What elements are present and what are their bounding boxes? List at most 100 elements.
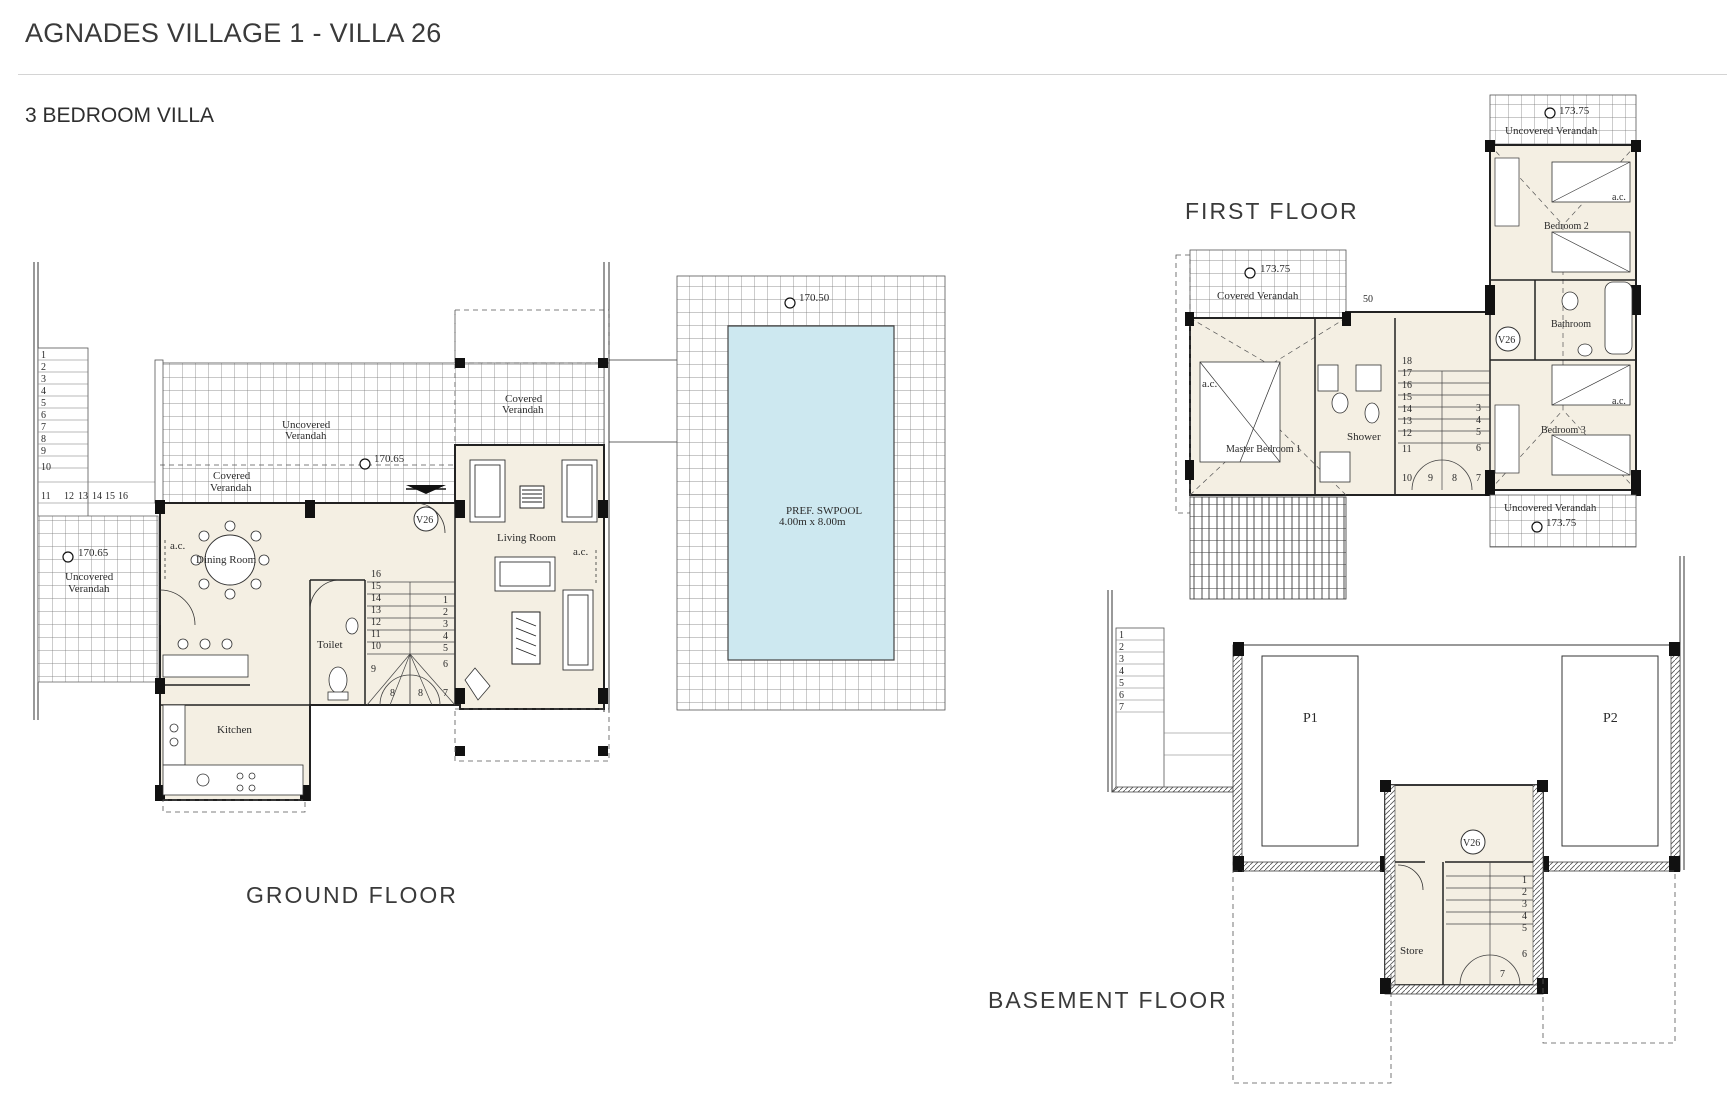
ff-stair-step: 14	[1402, 404, 1412, 415]
gf-stair-step: 11	[371, 629, 381, 640]
ff-stair-step: 15	[1402, 392, 1412, 403]
gf-villa-tag: V26	[416, 515, 433, 526]
ff-bedroom3-label: Bedroom 3	[1541, 425, 1586, 436]
gf-living-ac-label: a.c.	[573, 546, 589, 558]
ff-stair-step: 4	[1476, 415, 1481, 426]
ff-step-level: 50	[1363, 294, 1373, 305]
gf-stair-step: 8	[390, 688, 395, 699]
gf-dining-ac-label: a.c.	[170, 540, 186, 552]
bf-stair-step: 3	[1522, 899, 1527, 910]
gf-outdoor-step: 6	[41, 410, 46, 421]
level-marker-icon	[1244, 267, 1256, 279]
gf-stair-step: 12	[371, 617, 381, 628]
gf-stair-step: 1	[443, 595, 448, 606]
gf-covered-verandah-label: Covered	[213, 470, 251, 482]
gf-outdoor-step: 7	[41, 422, 46, 433]
ff-stair-step: 5	[1476, 427, 1481, 438]
ff-top-level: 173.75	[1559, 105, 1590, 117]
ff-stair-step: 11	[1402, 444, 1412, 455]
page-title: AGNADES VILLAGE 1 - VILLA 26	[25, 18, 442, 48]
gf-stair-step: 4	[443, 631, 448, 642]
ff-covered-level: 173.75	[1260, 263, 1291, 275]
ff-stair-step: 17	[1402, 368, 1412, 379]
first-floor-plan: 173.75 Uncovered Verandah 173.75 Covered…	[1175, 94, 1641, 600]
gf-living-room-label: Living Room	[497, 532, 556, 544]
ff-bottom-level: 173.75	[1546, 517, 1577, 529]
gf-toilet-label: Toilet	[317, 639, 343, 651]
ff-villa-tag: V26	[1498, 335, 1515, 346]
gf-outdoor-step: 4	[41, 386, 46, 397]
ff-stair-step: 10	[1402, 473, 1412, 484]
bf-villa-tag: V26	[1463, 838, 1480, 849]
gf-pool-size: 4.00m x 8.00m	[779, 516, 846, 528]
gf-stair-step: 15	[371, 581, 381, 592]
ff-bathroom-label: Bathroom	[1551, 319, 1591, 330]
gf-outdoor-step: 5	[41, 398, 46, 409]
gf-covered-verandah-top-label: Verandah	[502, 404, 544, 416]
ff-stair-step: 16	[1402, 380, 1412, 391]
gf-stair-step: 6	[443, 659, 448, 670]
bf-stair-step: 1	[1522, 875, 1527, 886]
ff-stair-step: 3	[1476, 403, 1481, 414]
ff-top-verandah-label: Uncovered Verandah	[1505, 125, 1598, 137]
gf-left-verandah-label: Uncovered	[65, 571, 114, 583]
gf-outdoor-step: 2	[41, 362, 46, 373]
gf-stair-step: 8	[418, 688, 423, 699]
gf-outdoor-step: 3	[41, 374, 46, 385]
ff-b3-ac-label: a.c.	[1612, 396, 1626, 407]
gf-stair-step: 13	[371, 605, 381, 616]
gf-left-level: 170.65	[78, 547, 109, 559]
bf-parking-p1: P1	[1303, 711, 1318, 726]
bf-stair-step: 2	[1522, 887, 1527, 898]
gf-pool-label: PREF. SWPOOL	[786, 505, 862, 517]
ff-bottom-verandah-label: Uncovered Verandah	[1504, 502, 1597, 514]
ff-stair-step: 9	[1428, 473, 1433, 484]
basement-floor-plan: 1 2 3 4 5 6 7 P1 P2	[1107, 556, 1685, 1084]
gf-uncovered-verandah-label: Verandah	[285, 430, 327, 442]
gf-outdoor-step: 13	[78, 491, 88, 502]
ground-floor-plan: 1 2 3 4 5 6 7 8 9 10 11 12 13 14 15 16 1…	[33, 262, 946, 813]
gf-covered-verandah-label: Verandah	[210, 482, 252, 494]
gf-outdoor-step: 9	[41, 446, 46, 457]
gf-dining-room-label: Dining Room	[196, 554, 257, 566]
page-subtitle: 3 BEDROOM VILLA	[25, 104, 215, 127]
ff-bedroom2-label: Bedroom 2	[1544, 221, 1589, 232]
gf-uncovered-verandah-label: Uncovered	[282, 419, 331, 431]
gf-outdoor-step: 10	[41, 462, 51, 473]
bf-outdoor-step: 4	[1119, 666, 1124, 677]
level-marker-icon	[359, 458, 371, 470]
basement-floor-label: BASEMENT FLOOR	[988, 987, 1228, 1013]
ff-stair-step: 13	[1402, 416, 1412, 427]
bf-outdoor-step: 3	[1119, 654, 1124, 665]
parking-bay-p2	[1561, 655, 1659, 847]
gf-outdoor-step: 1	[41, 350, 46, 361]
level-marker-icon	[1544, 107, 1556, 119]
bf-stair-step: 4	[1522, 911, 1527, 922]
ff-master-ac-label: a.c.	[1202, 378, 1218, 390]
gf-stair-step: 10	[371, 641, 381, 652]
ff-stair-step: 6	[1476, 443, 1481, 454]
bf-outdoor-step: 6	[1119, 690, 1124, 701]
first-floor-label: FIRST FLOOR	[1185, 198, 1359, 224]
gf-outdoor-step: 8	[41, 434, 46, 445]
ff-covered-verandah-label: Covered Verandah	[1217, 290, 1299, 302]
parking-bay-p1	[1261, 655, 1359, 847]
swimming-pool	[727, 325, 895, 661]
gf-outdoor-step: 12	[64, 491, 74, 502]
gf-outdoor-step: 16	[118, 491, 128, 502]
bf-stair-step: 5	[1522, 923, 1527, 934]
gf-kitchen-label: Kitchen	[217, 724, 252, 736]
level-marker-icon	[62, 551, 74, 563]
ff-master-bedroom-label: Master Bedroom 1	[1226, 444, 1301, 455]
gf-pool-level: 170.50	[799, 292, 830, 304]
gf-outdoor-step: 14	[92, 491, 102, 502]
bf-outdoor-step: 1	[1119, 630, 1124, 641]
bf-outdoor-step: 5	[1119, 678, 1124, 689]
gf-left-verandah-label: Verandah	[68, 583, 110, 595]
bf-stair-step: 7	[1500, 969, 1505, 980]
bf-outdoor-step: 2	[1119, 642, 1124, 653]
gf-stair-step: 7	[443, 688, 448, 699]
ff-stair-step: 12	[1402, 428, 1412, 439]
ff-shower-label: Shower	[1347, 431, 1381, 443]
